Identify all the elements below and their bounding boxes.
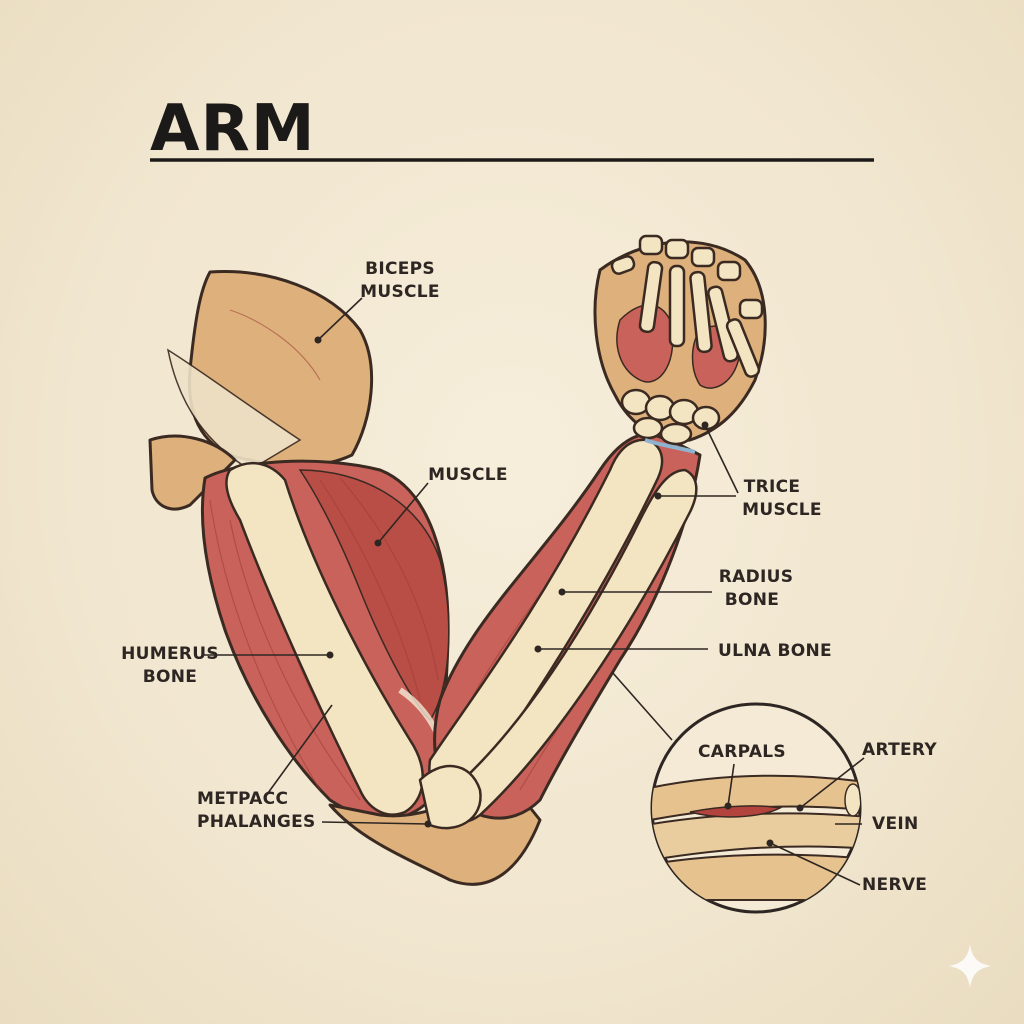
humerus-bone	[225, 462, 424, 816]
sparkle-icon	[948, 944, 992, 988]
hand	[593, 234, 767, 454]
label-metpacc-line1: METPACC	[197, 789, 288, 809]
label-biceps-line1: BICEPS	[365, 259, 435, 279]
label-muscle: MUSCLE	[428, 465, 508, 485]
label-artery: ARTERY	[862, 740, 937, 760]
label-vein: VEIN	[872, 814, 919, 834]
label-nerve: NERVE	[862, 875, 927, 895]
label-radius-line2: BONE	[725, 590, 779, 610]
label-humerus-line2: BONE	[143, 667, 197, 687]
page-title: ARM	[150, 92, 316, 166]
label-biceps-line2: MUSCLE	[360, 282, 440, 302]
labels: BICEPS MUSCLE MUSCLE HUMERUS BONE METPAC…	[121, 259, 937, 895]
label-metpacc-line2: PHALANGES	[197, 812, 316, 832]
label-trice-line2: MUSCLE	[742, 500, 822, 520]
label-trice-line1: TRICE	[744, 477, 801, 497]
shoulder	[148, 270, 374, 511]
finger-bones	[610, 234, 764, 454]
leader-lines	[202, 297, 865, 886]
label-ulna: ULNA BONE	[718, 641, 832, 661]
label-carpals: CARPALS	[698, 742, 786, 762]
lens-pointer-line	[611, 671, 673, 741]
label-humerus-line1: HUMERUS	[121, 644, 219, 664]
forearm-bones	[418, 438, 698, 830]
label-radius-line1: RADIUS	[719, 567, 794, 587]
